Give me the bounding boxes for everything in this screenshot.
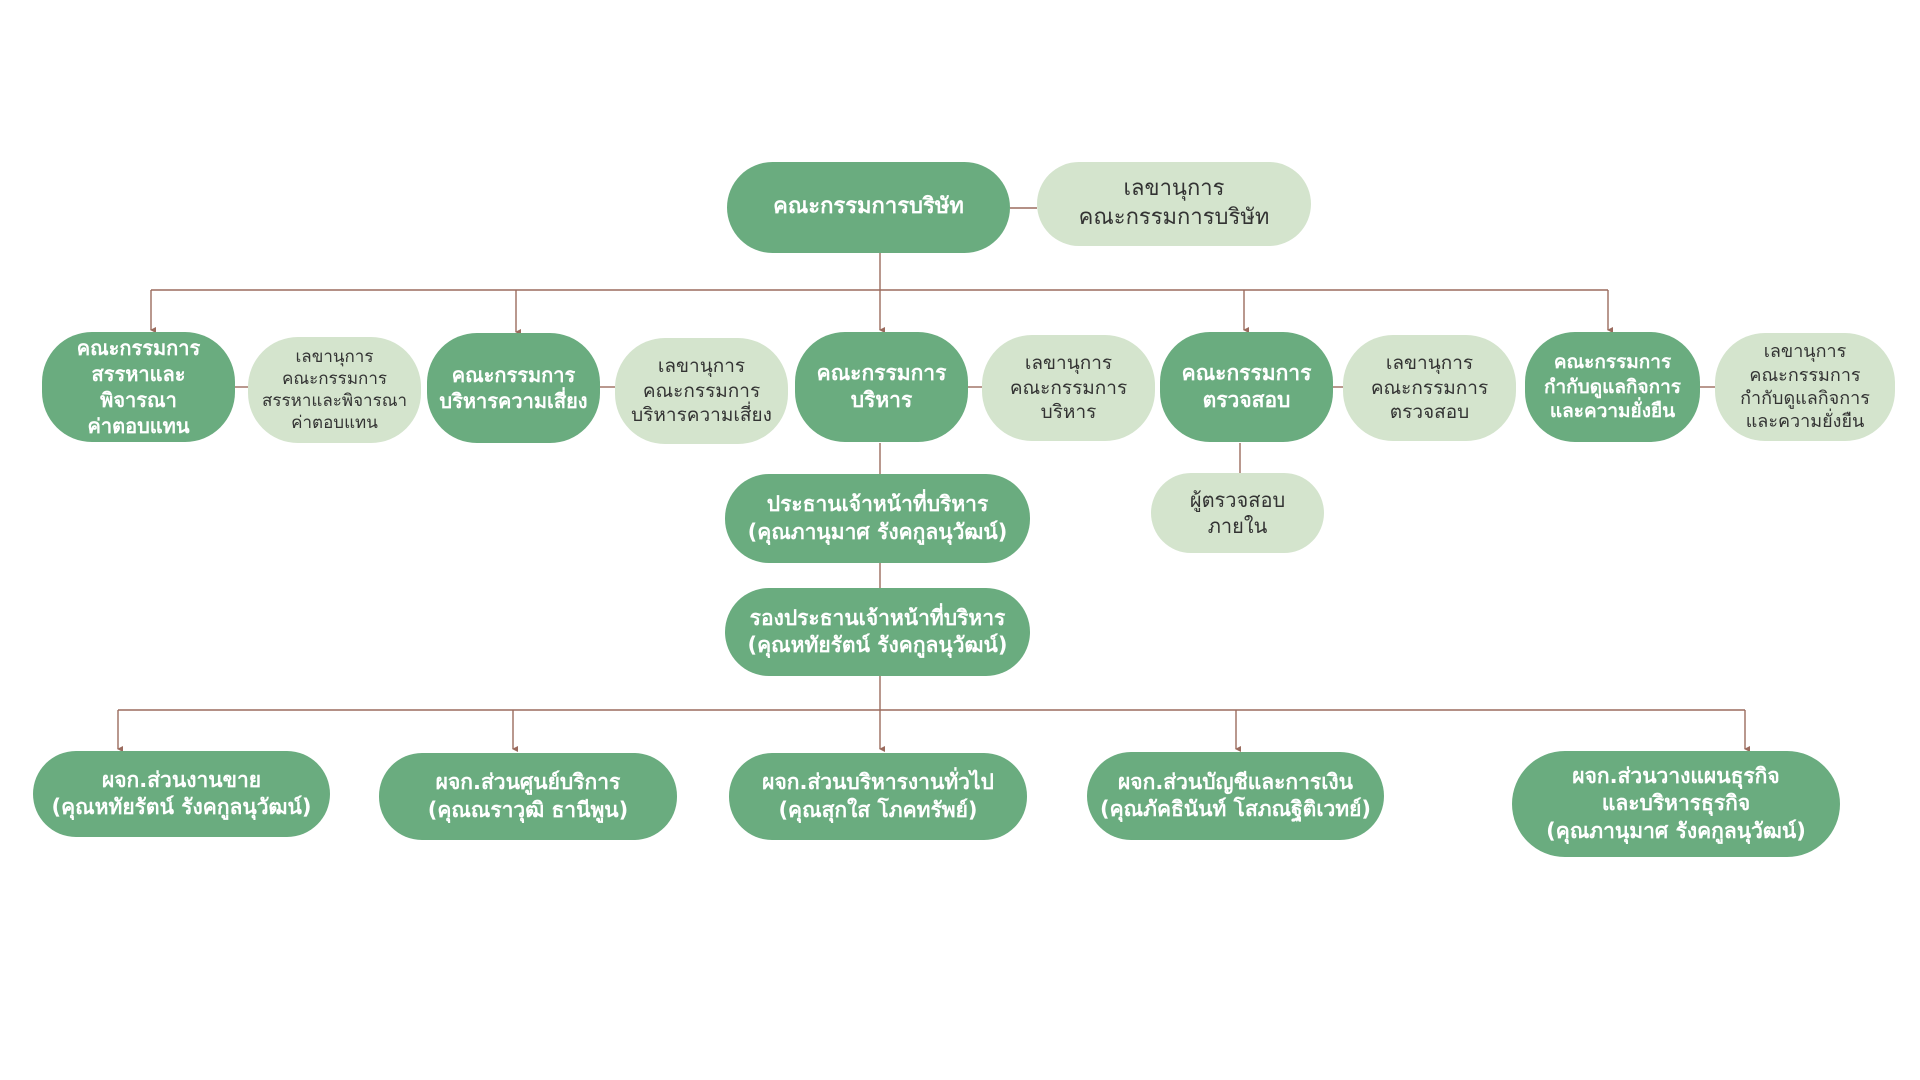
nomination-secretary-node: เลขานุการ คณะกรรมการ สรรหาและพิจารณา ค่า…: [248, 337, 421, 443]
internal-auditor-node: ผู้ตรวจสอบภายใน: [1151, 473, 1324, 553]
governance-secretary-label: เลขานุการ คณะกรรมการ กำกับดูแลกิจการ และ…: [1740, 341, 1870, 433]
executive-secretary-label: เลขานุการ คณะกรรมการ บริหาร: [1009, 351, 1128, 424]
board-label: คณะกรรมการบริษัท: [773, 194, 964, 220]
deputy-ceo-node: รองประธานเจ้าหน้าที่บริหาร (คุณหทัยรัตน์…: [725, 588, 1030, 676]
manager-label-admin: ผจก.ส่วนบริหารงานทั่วไป (คุณสุกใส โภคทรั…: [762, 770, 994, 822]
manager-node-sales: ผจก.ส่วนงานขาย (คุณหทัยรัตน์ รังคกูลนุวั…: [33, 751, 330, 837]
manager-label-service: ผจก.ส่วนศูนย์บริการ (คุณณราวุฒิ ธานีพูน): [427, 770, 629, 822]
governance-committee-node: คณะกรรมการ กำกับดูแลกิจการ และความยั่งยื…: [1525, 332, 1700, 442]
executive-committee-label: คณะกรรมการ บริหาร: [816, 360, 947, 412]
internal-auditor-label: ผู้ตรวจสอบภายใน: [1189, 488, 1286, 538]
nomination-committee-label: คณะกรรมการ สรรหาและพิจารณา ค่าตอบแทน: [76, 336, 201, 438]
board-secretary-node: เลขานุการ คณะกรรมการบริษัท: [1037, 162, 1311, 246]
nomination-committee-node: คณะกรรมการ สรรหาและพิจารณา ค่าตอบแทน: [42, 332, 235, 442]
audit-committee-label: คณะกรรมการ ตรวจสอบ: [1181, 360, 1312, 412]
ceo-label: ประธานเจ้าหน้าที่บริหาร (คุณภานุมาศ รังค…: [747, 492, 1008, 544]
manager-node-planning: ผจก.ส่วนวางแผนธุรกิจ และบริหารธุรกิจ (คุ…: [1512, 751, 1840, 857]
audit-committee-node: คณะกรรมการ ตรวจสอบ: [1160, 332, 1333, 442]
risk-committee-label: คณะกรรมการ บริหารความเสี่ยง: [439, 363, 588, 413]
manager-label-accounting: ผจก.ส่วนบัญชีและการเงิน (คุณภัคธินันท์ โ…: [1099, 769, 1372, 821]
governance-committee-label: คณะกรรมการ กำกับดูแลกิจการ และความยั่งยื…: [1544, 350, 1681, 423]
nomination-secretary-label: เลขานุการ คณะกรรมการ สรรหาและพิจารณา ค่า…: [261, 346, 408, 434]
risk-secretary-label: เลขานุการ คณะกรรมการ บริหารความเสี่ยง: [631, 354, 772, 427]
manager-node-accounting: ผจก.ส่วนบัญชีและการเงิน (คุณภัคธินันท์ โ…: [1087, 752, 1384, 840]
executive-secretary-node: เลขานุการ คณะกรรมการ บริหาร: [982, 335, 1155, 441]
governance-secretary-node: เลขานุการ คณะกรรมการ กำกับดูแลกิจการ และ…: [1715, 333, 1895, 441]
audit-secretary-label: เลขานุการ คณะกรรมการ ตรวจสอบ: [1370, 351, 1489, 424]
executive-committee-node: คณะกรรมการ บริหาร: [795, 332, 968, 442]
risk-committee-node: คณะกรรมการ บริหารความเสี่ยง: [427, 333, 600, 443]
audit-secretary-node: เลขานุการ คณะกรรมการ ตรวจสอบ: [1343, 335, 1516, 441]
board-node: คณะกรรมการบริษัท: [727, 162, 1010, 253]
ceo-node: ประธานเจ้าหน้าที่บริหาร (คุณภานุมาศ รังค…: [725, 474, 1030, 563]
manager-label-planning: ผจก.ส่วนวางแผนธุรกิจ และบริหารธุรกิจ (คุ…: [1546, 764, 1806, 843]
board-secretary-label: เลขานุการ คณะกรรมการบริษัท: [1078, 176, 1270, 230]
manager-label-sales: ผจก.ส่วนงานขาย (คุณหทัยรัตน์ รังคกูลนุวั…: [51, 767, 312, 819]
manager-node-service: ผจก.ส่วนศูนย์บริการ (คุณณราวุฒิ ธานีพูน): [379, 753, 677, 840]
deputy-ceo-label: รองประธานเจ้าหน้าที่บริหาร (คุณหทัยรัตน์…: [747, 605, 1008, 657]
manager-node-admin: ผจก.ส่วนบริหารงานทั่วไป (คุณสุกใส โภคทรั…: [729, 753, 1027, 840]
risk-secretary-node: เลขานุการ คณะกรรมการ บริหารความเสี่ยง: [615, 338, 788, 444]
